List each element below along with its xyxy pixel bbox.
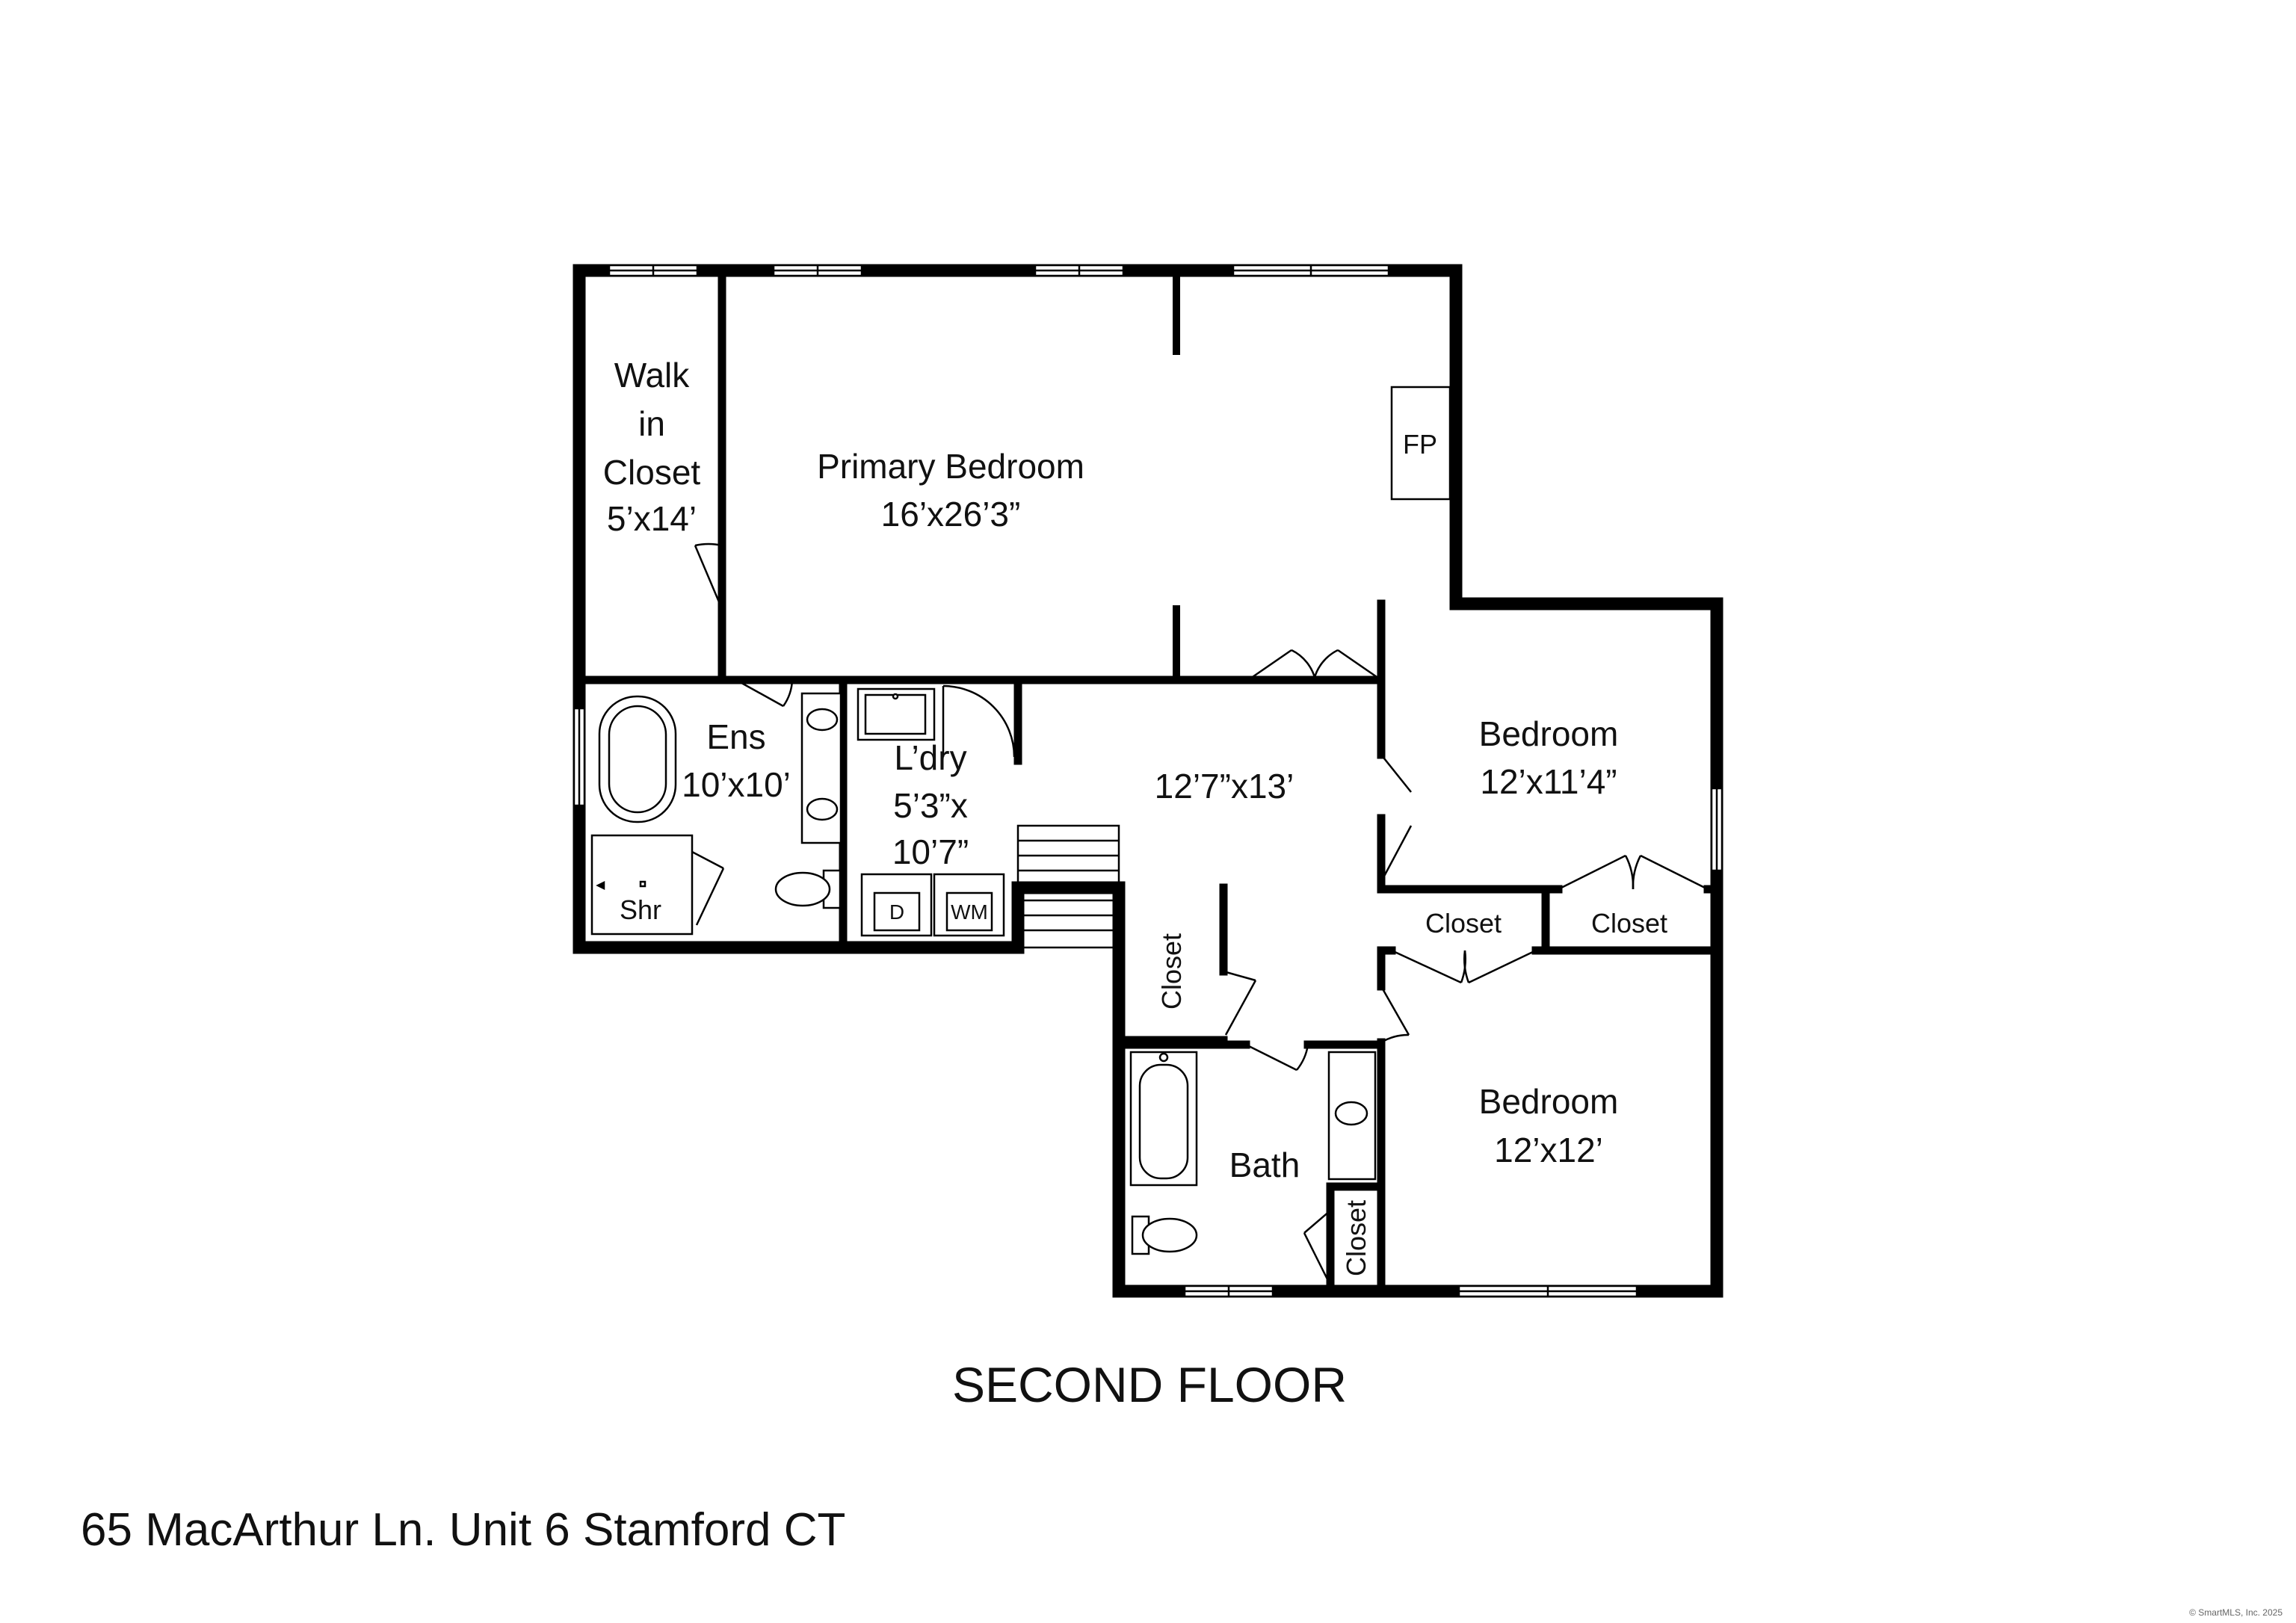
ensuite-label: Ens <box>706 717 765 756</box>
closet-b-label: Closet <box>1591 908 1667 939</box>
sink-icon <box>806 708 839 732</box>
closet-a-label: Closet <box>1425 908 1502 939</box>
walk-in-closet-dims: 5’x14’ <box>607 499 697 538</box>
laundry-label: L’dry <box>894 738 966 777</box>
door-bedroom2-side <box>1380 986 1410 1044</box>
bedroom2-label: Bedroom <box>1479 1082 1619 1121</box>
dryer-label: D <box>889 900 904 924</box>
floor-title: SECOND FLOOR <box>952 1357 1347 1412</box>
bath-label: Bath <box>1229 1146 1300 1184</box>
ensuite-dims: 10’x10’ <box>682 765 791 804</box>
labels: Walk in Closet 5’x14’ Primary Bedroom 16… <box>81 356 2283 1618</box>
shower-label: Shr <box>620 894 661 925</box>
copyright-notice: © SmartMLS, Inc. 2025 <box>2189 1607 2283 1618</box>
bedroom2-dims: 12’x12’ <box>1494 1131 1603 1169</box>
window-ensuite-left <box>573 707 586 807</box>
hall-dims: 12’7”x13’ <box>1155 767 1294 806</box>
stairs <box>1016 824 1120 949</box>
walls <box>573 264 1723 1298</box>
fixtures <box>590 386 1451 1255</box>
door-hall-closet <box>1223 970 1257 1036</box>
windows <box>573 264 1723 1298</box>
walk-in-closet-label-1: Walk <box>614 356 691 395</box>
laundry-dims-1: 5’3”x <box>893 786 968 825</box>
window-top-3 <box>1034 264 1125 277</box>
door-bedroom1 <box>1380 754 1413 882</box>
window-bath-bottom <box>1183 1285 1274 1298</box>
walk-in-closet-label-2: in <box>638 404 665 443</box>
fireplace-icon <box>1390 386 1451 501</box>
door-closets-double <box>1558 854 1709 891</box>
bath-closet-label: Closet <box>1341 1200 1371 1276</box>
door-bath-closet <box>1303 1210 1332 1286</box>
laundry-dims-2: 10’7” <box>892 832 969 871</box>
sink-icon <box>1334 1101 1368 1126</box>
fireplace-label: FP <box>1403 429 1437 460</box>
doors <box>694 542 1709 1286</box>
window-bedroom2-bottom <box>1457 1285 1638 1298</box>
bedroom1-dims: 12’x11’4” <box>1480 762 1617 801</box>
door-bath <box>1245 1043 1309 1072</box>
door-primary-double <box>1247 649 1382 681</box>
door-laundry <box>942 684 1016 758</box>
window-top-4 <box>1232 264 1390 277</box>
hall-closet-label: Closet <box>1156 933 1187 1010</box>
primary-bedroom-dims: 16’x26’3” <box>881 495 1021 534</box>
property-address: 65 MacArthur Ln. Unit 6 Stamford CT <box>81 1504 845 1556</box>
door-ensuite <box>735 678 794 708</box>
window-bedroom1-right <box>1710 787 1723 872</box>
walk-in-closet-label-3: Closet <box>603 453 701 492</box>
washer-label: WM <box>951 900 988 924</box>
sink-icon <box>806 797 839 821</box>
door-bedroom2-double <box>1391 949 1537 984</box>
exterior-wall-upper <box>573 264 1723 1298</box>
window-top-2 <box>772 264 863 277</box>
door-walk-in-closet <box>694 542 723 610</box>
window-top-1 <box>608 264 699 277</box>
bedroom1-label: Bedroom <box>1479 714 1619 753</box>
primary-bedroom-label: Primary Bedroom <box>817 447 1084 486</box>
